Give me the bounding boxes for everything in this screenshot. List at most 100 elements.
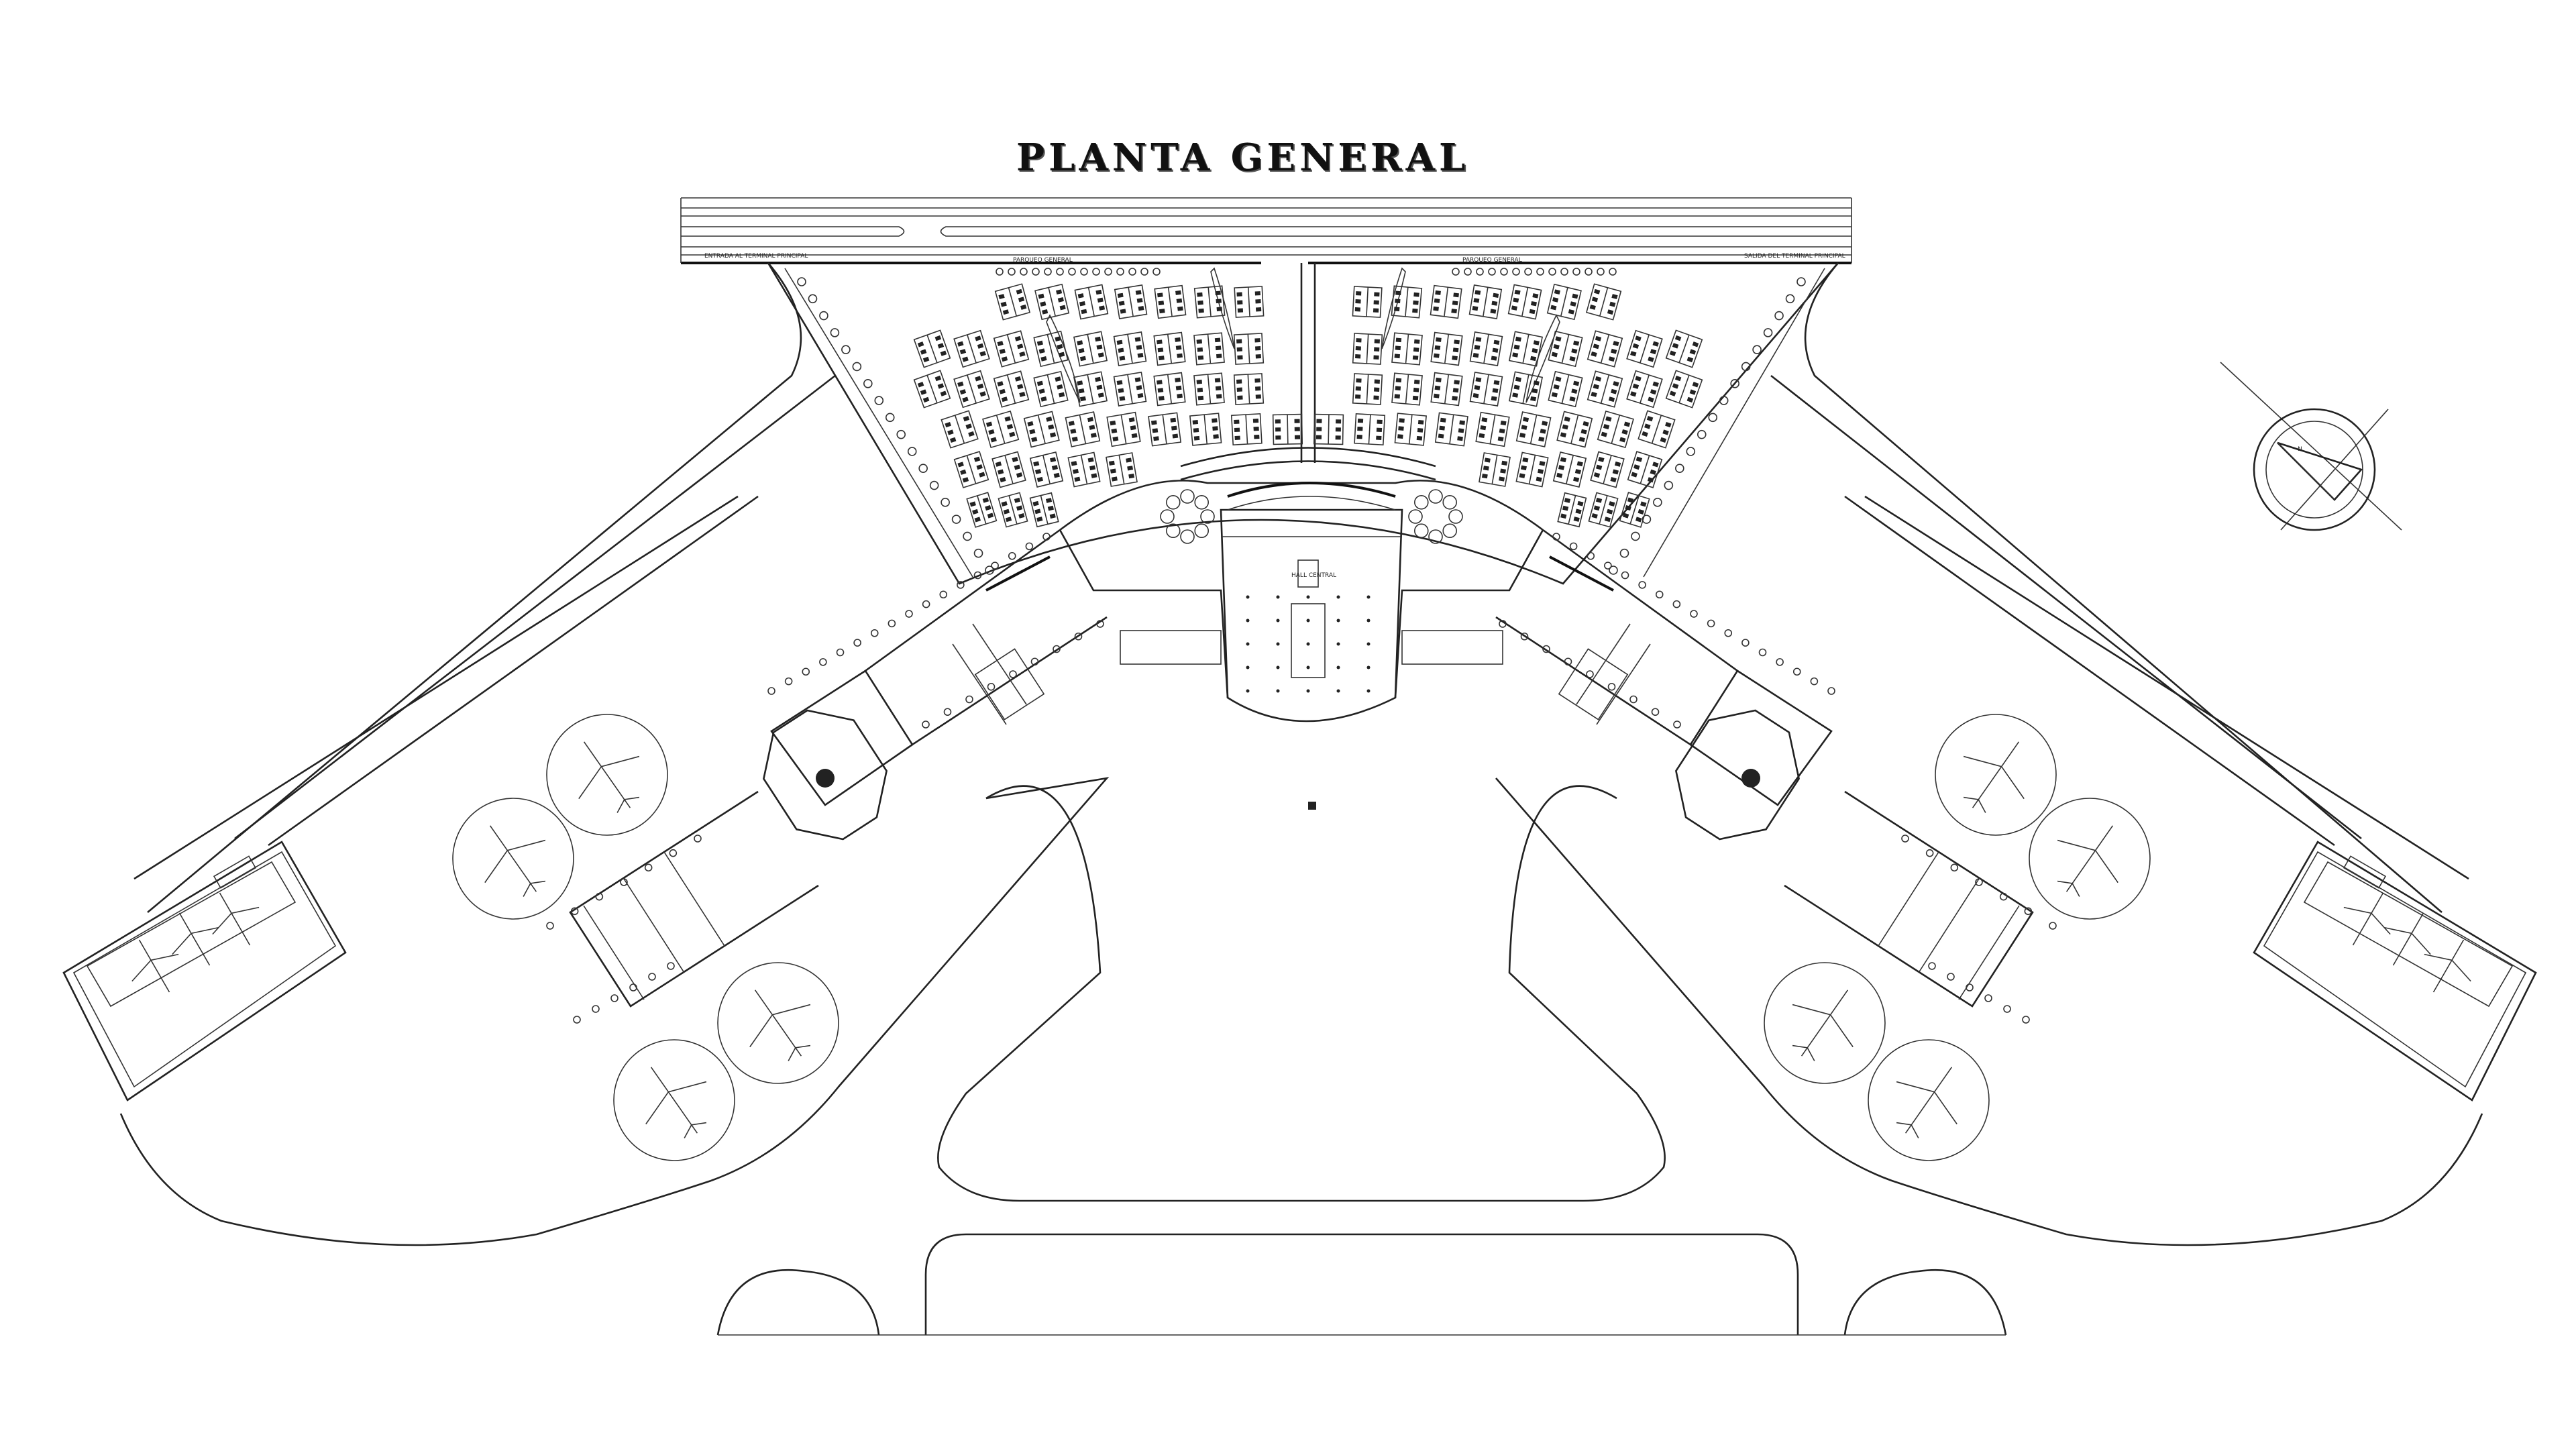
- parking-stall-block: [1430, 284, 1462, 319]
- column: [1276, 642, 1280, 646]
- car-icon: [1017, 384, 1024, 390]
- car-icon: [1652, 341, 1659, 347]
- tree-icon: [1536, 268, 1544, 276]
- tree-icon: [1413, 523, 1429, 539]
- car-icon: [1573, 517, 1580, 522]
- car-icon: [917, 341, 924, 347]
- car-icon: [1356, 338, 1362, 343]
- car-icon: [1003, 508, 1010, 515]
- car-icon: [1603, 424, 1610, 430]
- tree-icon: [1165, 494, 1181, 510]
- car-icon: [1573, 476, 1580, 482]
- grid-marker: [1096, 620, 1104, 628]
- parking-stall-block: [953, 370, 990, 409]
- car-icon: [1538, 468, 1544, 474]
- car-icon: [1613, 381, 1619, 387]
- car-icon: [1500, 468, 1507, 474]
- car-icon: [1275, 427, 1281, 432]
- car-icon: [1638, 508, 1644, 515]
- car-icon: [1047, 505, 1054, 511]
- car-icon: [1128, 474, 1135, 479]
- parking-stall-block: [1065, 411, 1101, 447]
- car-icon: [1452, 396, 1458, 401]
- car-icon: [1016, 288, 1022, 294]
- parking-stall-block: [1193, 285, 1226, 319]
- grid-marker: [1621, 571, 1629, 580]
- car-icon: [1036, 517, 1043, 522]
- aircraft-icon: [2383, 912, 2431, 966]
- car-icon: [977, 383, 984, 389]
- tree-icon: [1140, 268, 1148, 276]
- car-icon: [1051, 465, 1059, 470]
- car-icon: [947, 429, 954, 435]
- tree-icon: [874, 396, 884, 405]
- car-icon: [1078, 388, 1085, 394]
- parking-stall-block: [1475, 411, 1510, 447]
- tree-icon: [1408, 509, 1423, 524]
- tree-icon: [1165, 523, 1181, 539]
- car-icon: [1571, 388, 1578, 394]
- parking-stall-block: [1434, 412, 1468, 447]
- tree-icon: [1642, 515, 1652, 524]
- car-icon: [1097, 352, 1104, 358]
- car-icon: [1193, 435, 1200, 441]
- car-icon: [1606, 508, 1613, 515]
- car-icon: [1020, 304, 1027, 310]
- car-icon: [1434, 298, 1440, 303]
- plan-title: PLANTA GENERAL: [1016, 136, 1470, 180]
- car-icon: [1014, 335, 1022, 341]
- column: [1366, 595, 1371, 599]
- parking-stall-block: [1507, 284, 1542, 320]
- parking-stall-block: [1391, 372, 1423, 406]
- column: [1246, 595, 1250, 599]
- car-icon: [1570, 301, 1576, 307]
- car-icon: [1071, 461, 1077, 466]
- car-icon: [1594, 288, 1601, 294]
- car-icon: [1377, 419, 1383, 425]
- tree-icon: [1686, 447, 1696, 456]
- car-icon: [1019, 391, 1026, 397]
- car-icon: [1255, 299, 1261, 304]
- car-icon: [1031, 437, 1038, 442]
- car-icon: [1622, 513, 1629, 519]
- car-icon: [1357, 418, 1364, 423]
- parking-stall-block: [941, 410, 979, 449]
- car-icon: [1014, 376, 1022, 382]
- parking-stall-block: [1233, 373, 1265, 405]
- car-icon: [1513, 384, 1520, 390]
- car-icon: [1472, 393, 1479, 398]
- grid-marker: [1947, 973, 1955, 981]
- grid-marker: [1707, 619, 1715, 628]
- car-icon: [1316, 435, 1322, 439]
- tree-icon: [1585, 268, 1593, 276]
- aircraft-stand: [613, 1039, 735, 1161]
- grid-marker: [1520, 632, 1529, 641]
- car-icon: [1515, 336, 1521, 342]
- car-icon: [1533, 380, 1540, 386]
- car-icon: [1413, 292, 1419, 297]
- car-icon: [1157, 380, 1163, 385]
- car-icon: [1237, 355, 1243, 360]
- tree-icon: [1500, 268, 1508, 276]
- tree-icon: [1152, 268, 1161, 276]
- car-icon: [1515, 376, 1521, 382]
- grid-marker: [1607, 682, 1616, 691]
- car-icon: [1040, 356, 1047, 362]
- car-icon: [1070, 429, 1077, 434]
- car-icon: [1216, 394, 1222, 399]
- car-icon: [1236, 347, 1242, 352]
- car-icon: [1177, 306, 1183, 311]
- tree-icon: [1104, 268, 1112, 276]
- car-icon: [1553, 384, 1560, 390]
- car-icon: [962, 396, 969, 402]
- parking-stall-block: [1352, 333, 1383, 365]
- car-icon: [1079, 396, 1086, 402]
- car-icon: [1045, 498, 1053, 503]
- car-icon: [1157, 347, 1164, 353]
- car-icon: [1175, 377, 1181, 382]
- parking-stall-block: [1189, 413, 1222, 446]
- column: [1306, 665, 1310, 669]
- car-icon: [1582, 421, 1589, 427]
- car-icon: [1355, 354, 1361, 359]
- tree-icon: [1785, 294, 1795, 304]
